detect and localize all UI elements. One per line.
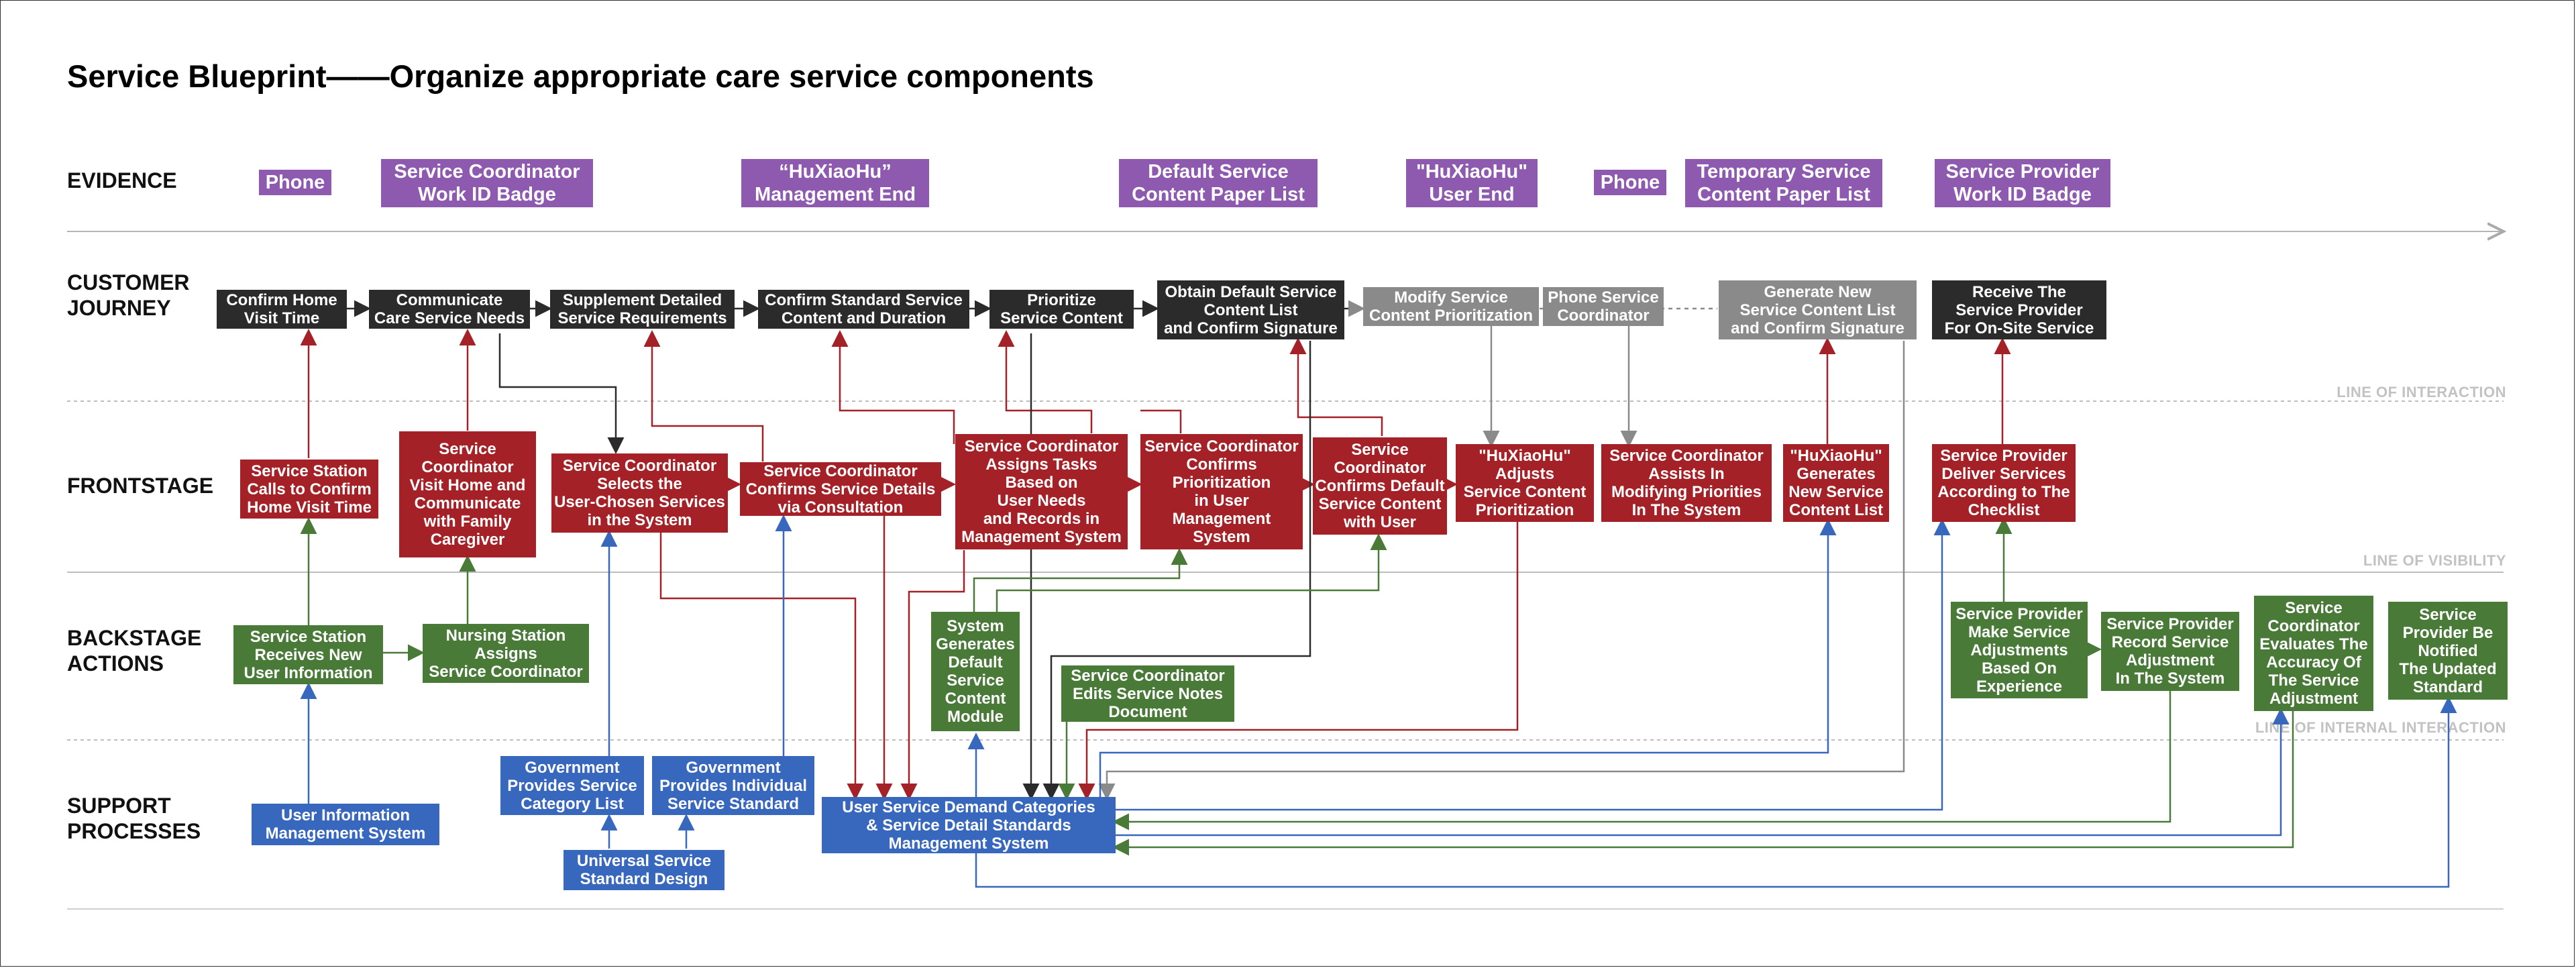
journey-confirm-visit-time: Confirm Home Visit Time: [217, 290, 347, 329]
journey-supplement-requirements: Supplement Detailed Service Requirements: [550, 290, 735, 329]
frontstage-select-services: Service Coordinator Selects the User-Cho…: [551, 453, 728, 533]
evidence-huxiaohu-management-end: “HuXiaoHu” Management End: [741, 159, 929, 207]
evidence-huxiaohu-user-end: "HuXiaoHu" User End: [1406, 159, 1538, 207]
line-of-interaction-label: LINE OF INTERACTION: [2337, 384, 2506, 400]
frontstage-assign-tasks: Service Coordinator Assigns Tasks Based …: [955, 434, 1128, 549]
backstage-provider-adjustments: Service Provider Make Service Adjustment…: [1951, 602, 2088, 698]
frontstage-coordinator-visit: Service Coordinator Visit Home and Commu…: [399, 431, 536, 557]
backstage-station-receives: Service Station Receives New User Inform…: [233, 625, 383, 684]
evidence-phone-1: Phone: [259, 170, 331, 195]
lane-frontstage: FRONTSTAGE: [67, 474, 214, 498]
evidence-temporary-paper-list: Temporary Service Content Paper List: [1685, 159, 1882, 207]
lane-support: SUPPORT PROCESSES: [67, 794, 201, 843]
journey-confirm-standard-content: Confirm Standard Service Content and Dur…: [758, 290, 969, 329]
line-of-internal-interaction-label: LINE OF INTERNAL INTERACTION: [2255, 719, 2506, 736]
evidence-phone-2: Phone: [1594, 170, 1666, 195]
journey-prioritize-content: Prioritize Service Content: [989, 290, 1134, 329]
frontstage-provider-delivers: Service Provider Deliver Services Accord…: [1932, 444, 2076, 522]
support-universal-standard: Universal Service Standard Design: [564, 850, 724, 890]
support-demand-categories-system: User Service Demand Categories & Service…: [822, 797, 1116, 853]
journey-generate-new-list: Generate New Service Content List and Co…: [1719, 280, 1917, 339]
journey-communicate-needs: Communicate Care Service Needs: [369, 290, 530, 329]
line-of-visibility-label: LINE OF VISIBILITY: [2363, 552, 2506, 569]
journey-phone-coordinator: Phone Service Coordinator: [1543, 287, 1664, 326]
evidence-default-paper-list: Default Service Content Paper List: [1119, 159, 1318, 207]
backstage-coordinator-evaluates: Service Coordinator Evaluates The Accura…: [2254, 596, 2373, 711]
frontstage-confirm-default-content: Service Coordinator Confirms Default Ser…: [1313, 437, 1447, 535]
backstage-nursing-assigns: Nursing Station Assigns Service Coordina…: [423, 624, 589, 683]
frontstage-confirm-details: Service Coordinator Confirms Service Det…: [740, 462, 941, 517]
backstage-provider-notified: Service Provider Be Notified The Updated…: [2388, 602, 2508, 700]
frontstage-huxiaohu-adjusts: "HuXiaoHu" Adjusts Service Content Prior…: [1456, 444, 1594, 522]
support-gov-individual-standard: Government Provides Individual Service S…: [652, 756, 814, 815]
lane-backstage: BACKSTAGE ACTIONS: [67, 626, 202, 676]
support-user-info-system: User Information Management System: [252, 804, 439, 845]
frontstage-station-calls: Service Station Calls to Confirm Home Vi…: [240, 460, 378, 519]
journey-modify-prioritization: Modify Service Content Prioritization: [1363, 287, 1539, 326]
journey-receive-provider: Receive The Service Provider For On-Site…: [1932, 280, 2106, 339]
backstage-system-generates: System Generates Default Service Content…: [931, 612, 1020, 731]
support-gov-category-list: Government Provides Service Category Lis…: [500, 756, 644, 815]
lane-evidence: EVIDENCE: [67, 168, 177, 193]
frontstage-coordinator-assists: Service Coordinator Assists In Modifying…: [1601, 444, 1772, 522]
journey-obtain-default-list: Obtain Default Service Content List and …: [1157, 280, 1344, 339]
backstage-provider-records: Service Provider Record Service Adjustme…: [2101, 612, 2239, 691]
frontstage-huxiaohu-generates: "HuXiaoHu" Generates New Service Content…: [1783, 444, 1889, 522]
evidence-provider-badge: Service Provider Work ID Badge: [1935, 159, 2110, 207]
evidence-coordinator-badge: Service Coordinator Work ID Badge: [381, 159, 593, 207]
frontstage-confirm-prioritization: Service Coordinator Confirms Prioritizat…: [1140, 434, 1303, 549]
lane-customer-journey: CUSTOMER JOURNEY: [67, 270, 190, 320]
backstage-edit-notes: Service Coordinator Edits Service Notes …: [1061, 665, 1234, 722]
page-title: Service Blueprint——Organize appropriate …: [67, 58, 1094, 94]
